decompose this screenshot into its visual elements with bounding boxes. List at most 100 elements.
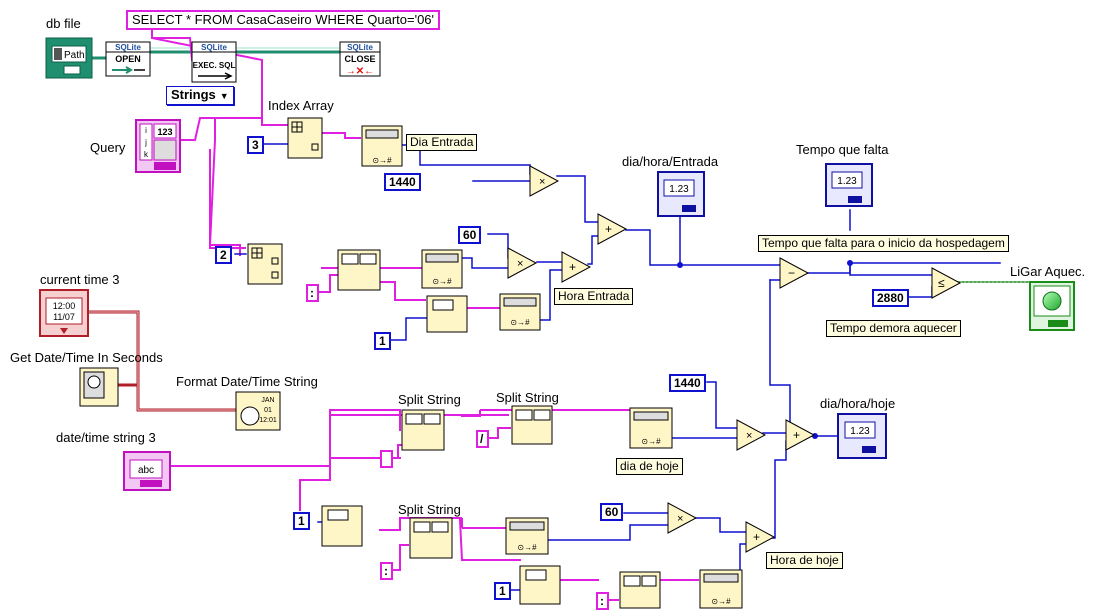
query-indicator[interactable]: i j k 123 [135,119,181,173]
index-array-node-2[interactable] [247,243,283,285]
subtract-node[interactable]: − [779,257,810,289]
string-subset-node-b1[interactable] [321,505,363,547]
colon-constant-2[interactable]: : [380,562,393,580]
constant-60-top[interactable]: 60 [458,226,482,244]
strings-ring-selector[interactable]: Strings▼ [166,86,234,105]
split-string-label-3: Split String [398,502,461,517]
split-string-node-b2[interactable] [511,405,553,445]
svg-text:+: + [753,530,760,544]
constant-60-bottom[interactable]: 60 [600,503,624,521]
tempo-inicio-label: Tempo que falta para o inicio da hospeda… [758,235,1009,252]
split-string-label-2: Split String [496,390,559,405]
add-node-3[interactable]: + [785,419,816,451]
split-string-label-1: Split String [398,392,461,407]
sqlite-exec-node[interactable]: SQLite EXEC. SQL [191,41,237,83]
constant-1440-top[interactable]: 1440 [384,173,421,191]
sqlite-exec-text: EXEC. SQL [193,61,236,70]
current-time-label: current time 3 [40,272,120,287]
falta-value: 1.23 [837,176,857,187]
multiply-node-4[interactable]: × [667,502,698,534]
string-subset-node-top[interactable] [426,295,468,333]
tempo-que-falta-indicator[interactable]: 1.23 [825,163,873,207]
svg-text:⊙→#: ⊙→# [711,597,731,606]
db-file-path-control[interactable]: Path [45,37,93,79]
svg-text:⊙→#: ⊙→# [432,277,452,286]
svg-text:⊙→#: ⊙→# [510,318,530,327]
colon-constant-3[interactable]: : [596,592,609,610]
svg-text:≤: ≤ [938,276,945,290]
format-date-time-node[interactable]: JAN 01 12:01 [235,391,281,431]
space-constant[interactable] [380,450,393,468]
dia-hora-hoje-indicator[interactable]: 1.23 [837,413,887,459]
svg-text:⊙→#: ⊙→# [372,156,392,165]
scan-from-string-node-2[interactable]: ⊙→# [421,249,463,289]
scan-from-string-node-b3[interactable]: ⊙→# [699,569,743,609]
date-time-string-indicator[interactable]: abc [123,451,171,491]
ligar-aquec-led[interactable] [1029,281,1075,331]
sqlite-brand-3: SQLite [347,43,373,52]
db-file-label: db file [46,16,81,31]
colon-constant-1[interactable]: : [306,284,319,302]
sqlite-open-node[interactable]: SQLite OPEN [105,41,151,77]
dia-hora-hoje-label: dia/hora/hoje [820,396,896,411]
constant-1-mid[interactable]: 1 [374,332,391,350]
scan-from-string-node-b2[interactable]: ⊙→# [505,517,549,555]
svg-text:⊙→#: ⊙→# [517,543,537,552]
constant-1-bottom[interactable]: 1 [293,512,310,530]
db-wires [90,47,342,60]
string-subset-node-b2[interactable] [519,565,561,605]
current-time-control[interactable]: 12:00 11/07 [39,289,89,337]
scan-from-string-node-1[interactable]: ⊙→# [361,125,403,167]
svg-text:11/07: 11/07 [53,312,75,322]
get-date-time-node[interactable] [79,367,119,407]
hora-de-hoje-label: Hora de hoje [766,552,843,569]
dia-hora-entrada-indicator[interactable]: 1.23 [657,171,705,217]
svg-text:⊙→#: ⊙→# [641,437,661,446]
svg-text:01: 01 [264,407,272,414]
index-constant-3[interactable]: 3 [247,136,264,154]
strings-ring-label: Strings [171,87,216,102]
tempo-que-falta-label: Tempo que falta [796,142,889,157]
add-node-2[interactable]: + [597,213,628,245]
svg-text:+: + [793,428,800,442]
svg-text:+: + [605,222,612,236]
multiply-node-2[interactable]: × [507,247,538,279]
svg-text:×: × [517,258,523,270]
index-array-node-1[interactable] [287,117,323,159]
svg-text:×: × [539,176,545,188]
svg-text:12:00: 12:00 [53,301,76,311]
split-string-node-top[interactable] [337,249,381,291]
svg-text:i: i [145,126,147,135]
svg-text:k: k [144,150,149,159]
svg-text:12:01: 12:01 [259,417,277,424]
constant-1-lowest[interactable]: 1 [494,582,511,600]
sqlite-open-text: OPEN [115,54,141,64]
add-node-1[interactable]: + [561,251,592,283]
split-string-node-b4[interactable] [619,571,661,609]
scan-from-string-node-b1[interactable]: ⊙→# [629,407,673,449]
multiply-node-1[interactable]: × [529,165,560,197]
sqlite-brand-1: SQLite [115,43,141,52]
less-or-equal-node[interactable]: ≤ [931,267,962,299]
sqlite-close-node[interactable]: SQLite CLOSE →✕← [339,41,381,77]
sqlite-close-text: CLOSE [344,54,375,64]
dia-hora-entrada-label: dia/hora/Entrada [622,154,719,169]
svg-text:−: − [788,266,795,280]
constant-1440-bottom[interactable]: 1440 [669,374,706,392]
constant-2880[interactable]: 2880 [872,289,909,307]
split-string-node-b3[interactable] [409,517,453,559]
svg-text:j: j [144,138,147,147]
format-date-time-label: Format Date/Time String [176,374,318,389]
dia-entrada-label: Dia Entrada [406,134,478,151]
split-string-node-b1[interactable] [401,409,445,451]
scan-from-string-node-3[interactable]: ⊙→# [499,293,541,331]
timestamp-wires [86,310,238,412]
multiply-node-3[interactable]: × [736,419,767,451]
index-constant-2[interactable]: 2 [215,246,232,264]
date-time-string-label: date/time string 3 [56,430,156,445]
slash-constant[interactable]: / [476,430,489,448]
add-node-4[interactable]: + [745,521,776,553]
ligar-aquec-label: LiGar Aquec. [1010,264,1086,279]
sql-query-constant[interactable]: SELECT * FROM CasaCaseiro WHERE Quarto='… [126,10,441,30]
